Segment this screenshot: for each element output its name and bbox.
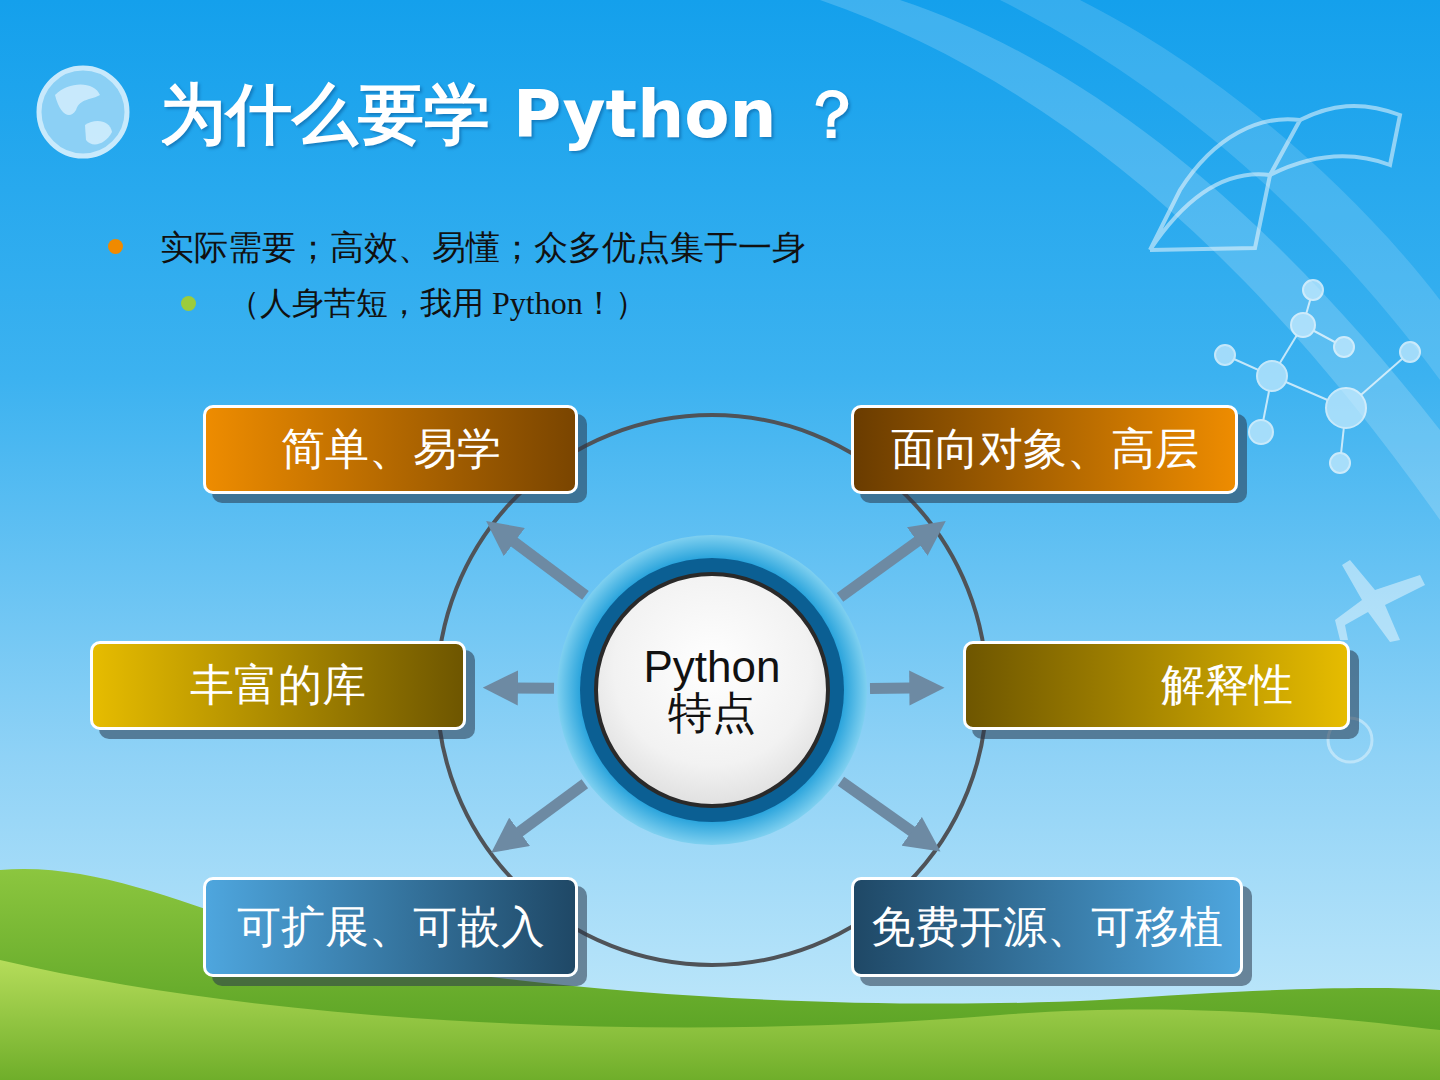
node-label: 丰富的库 <box>190 656 366 715</box>
arrow-connector <box>503 784 585 845</box>
bullet-dot <box>181 296 196 311</box>
bullet-text: 实际需要；高效、易懂；众多优点集于一身 <box>160 225 806 271</box>
slide-title: 为什么要学 Python ？ <box>160 70 865 160</box>
feature-box: 可扩展、可嵌入 <box>203 877 578 977</box>
bullet-text: （人身苦短，我用 Python！） <box>228 282 647 326</box>
molecule-art <box>1215 280 1420 473</box>
node-label: 面向对象、高层 <box>891 420 1199 479</box>
arrow-connector <box>841 781 929 843</box>
center-circle: Python 特点 <box>594 572 830 808</box>
node-label: 免费开源、可移植 <box>871 898 1223 957</box>
globe-icon <box>39 68 127 156</box>
arrow-connector <box>497 529 585 595</box>
arrow-connector <box>497 682 554 694</box>
arrow-connector <box>870 682 930 694</box>
feature-box: 简单、易学 <box>203 405 578 494</box>
arrow-connector <box>840 529 934 597</box>
feature-box: 面向对象、高层 <box>851 405 1238 494</box>
node-label: 解释性 <box>1161 656 1293 715</box>
plane-icon <box>1335 560 1425 642</box>
feature-box: 解释性 <box>963 641 1350 730</box>
feature-box: 丰富的库 <box>90 641 466 730</box>
bullet-dot <box>108 239 123 254</box>
node-label: 简单、易学 <box>281 420 501 479</box>
book-icon <box>1150 106 1400 250</box>
node-label: 可扩展、可嵌入 <box>237 898 545 957</box>
node-label: Python 特点 <box>618 644 806 736</box>
feature-box: 免费开源、可移植 <box>851 877 1243 977</box>
